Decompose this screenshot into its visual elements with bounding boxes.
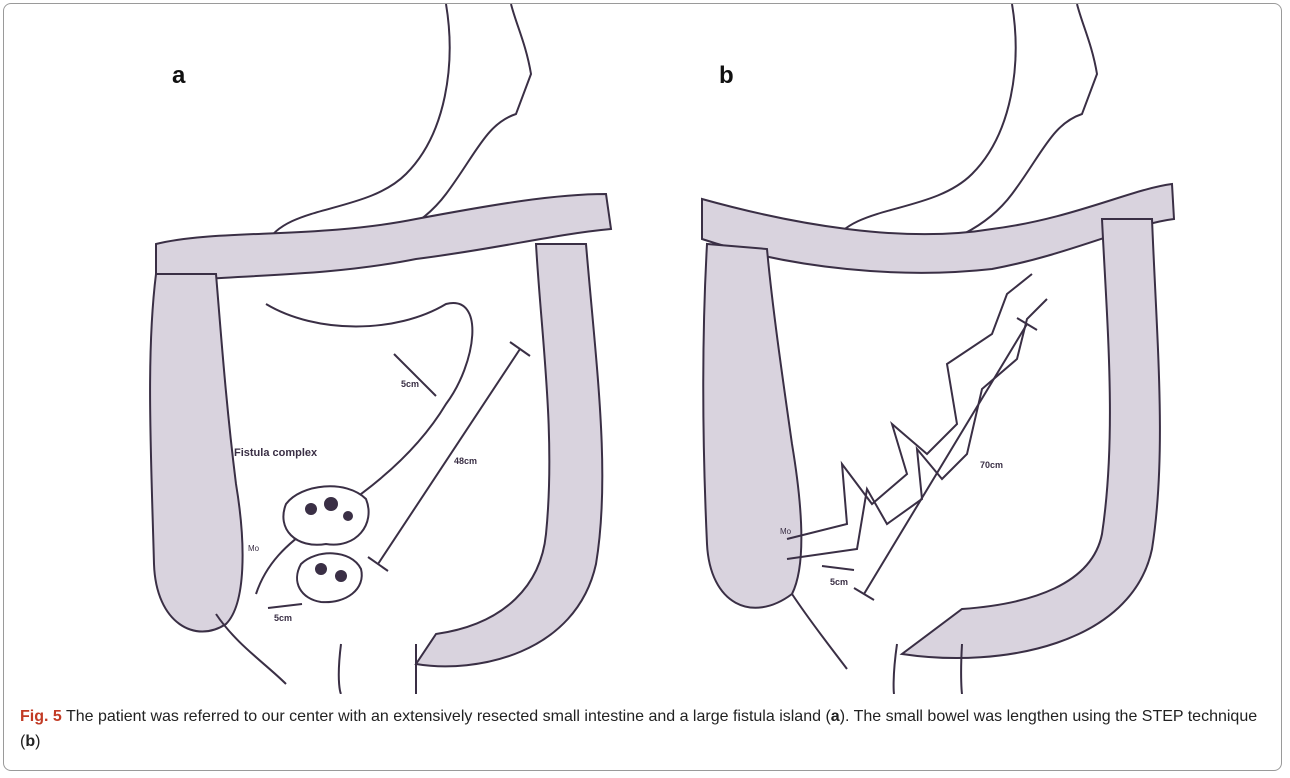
descending-colon-b (902, 219, 1160, 658)
appendix-b (792, 594, 847, 669)
stoma-label-a: 5cm (274, 613, 292, 623)
caption-text-3: ) (35, 733, 40, 750)
width-label-a: 5cm (401, 379, 419, 389)
caption-label: Fig. 5 (20, 708, 62, 725)
mark-label-b: Mo (780, 527, 792, 536)
panel-a-letter: a (172, 62, 185, 90)
ascending-colon-b (703, 244, 801, 608)
stoma-marker-a (268, 604, 302, 608)
rectum (339, 644, 416, 694)
caption-ref-b: b (25, 733, 35, 750)
fistula-label: Fistula complex (234, 447, 318, 459)
panel-b-illustration: 70cm 5cm Mo (662, 4, 1182, 694)
mark-label-a: Mo (248, 544, 260, 553)
stoma-marker-b (822, 566, 854, 570)
fistula-island (283, 486, 368, 545)
step-zigzag-bowel (787, 274, 1047, 559)
length-label-b: 70cm (980, 460, 1003, 470)
length-marker-b (864, 324, 1027, 594)
panel-b-letter: b (719, 62, 734, 90)
caption-ref-a: a (831, 708, 840, 725)
ascending-colon (150, 274, 243, 632)
length-label-a: 48cm (454, 456, 477, 466)
stoma-label-b: 5cm (830, 577, 848, 587)
figure-container: Fistula complex 5cm 48cm 5cm Mo 70cm 5cm… (3, 3, 1282, 771)
panel-a-illustration: Fistula complex 5cm 48cm 5cm Mo (116, 4, 616, 694)
figure-caption: Fig. 5 The patient was referred to our c… (20, 704, 1270, 754)
caption-text-1: The patient was referred to our center w… (62, 708, 831, 725)
